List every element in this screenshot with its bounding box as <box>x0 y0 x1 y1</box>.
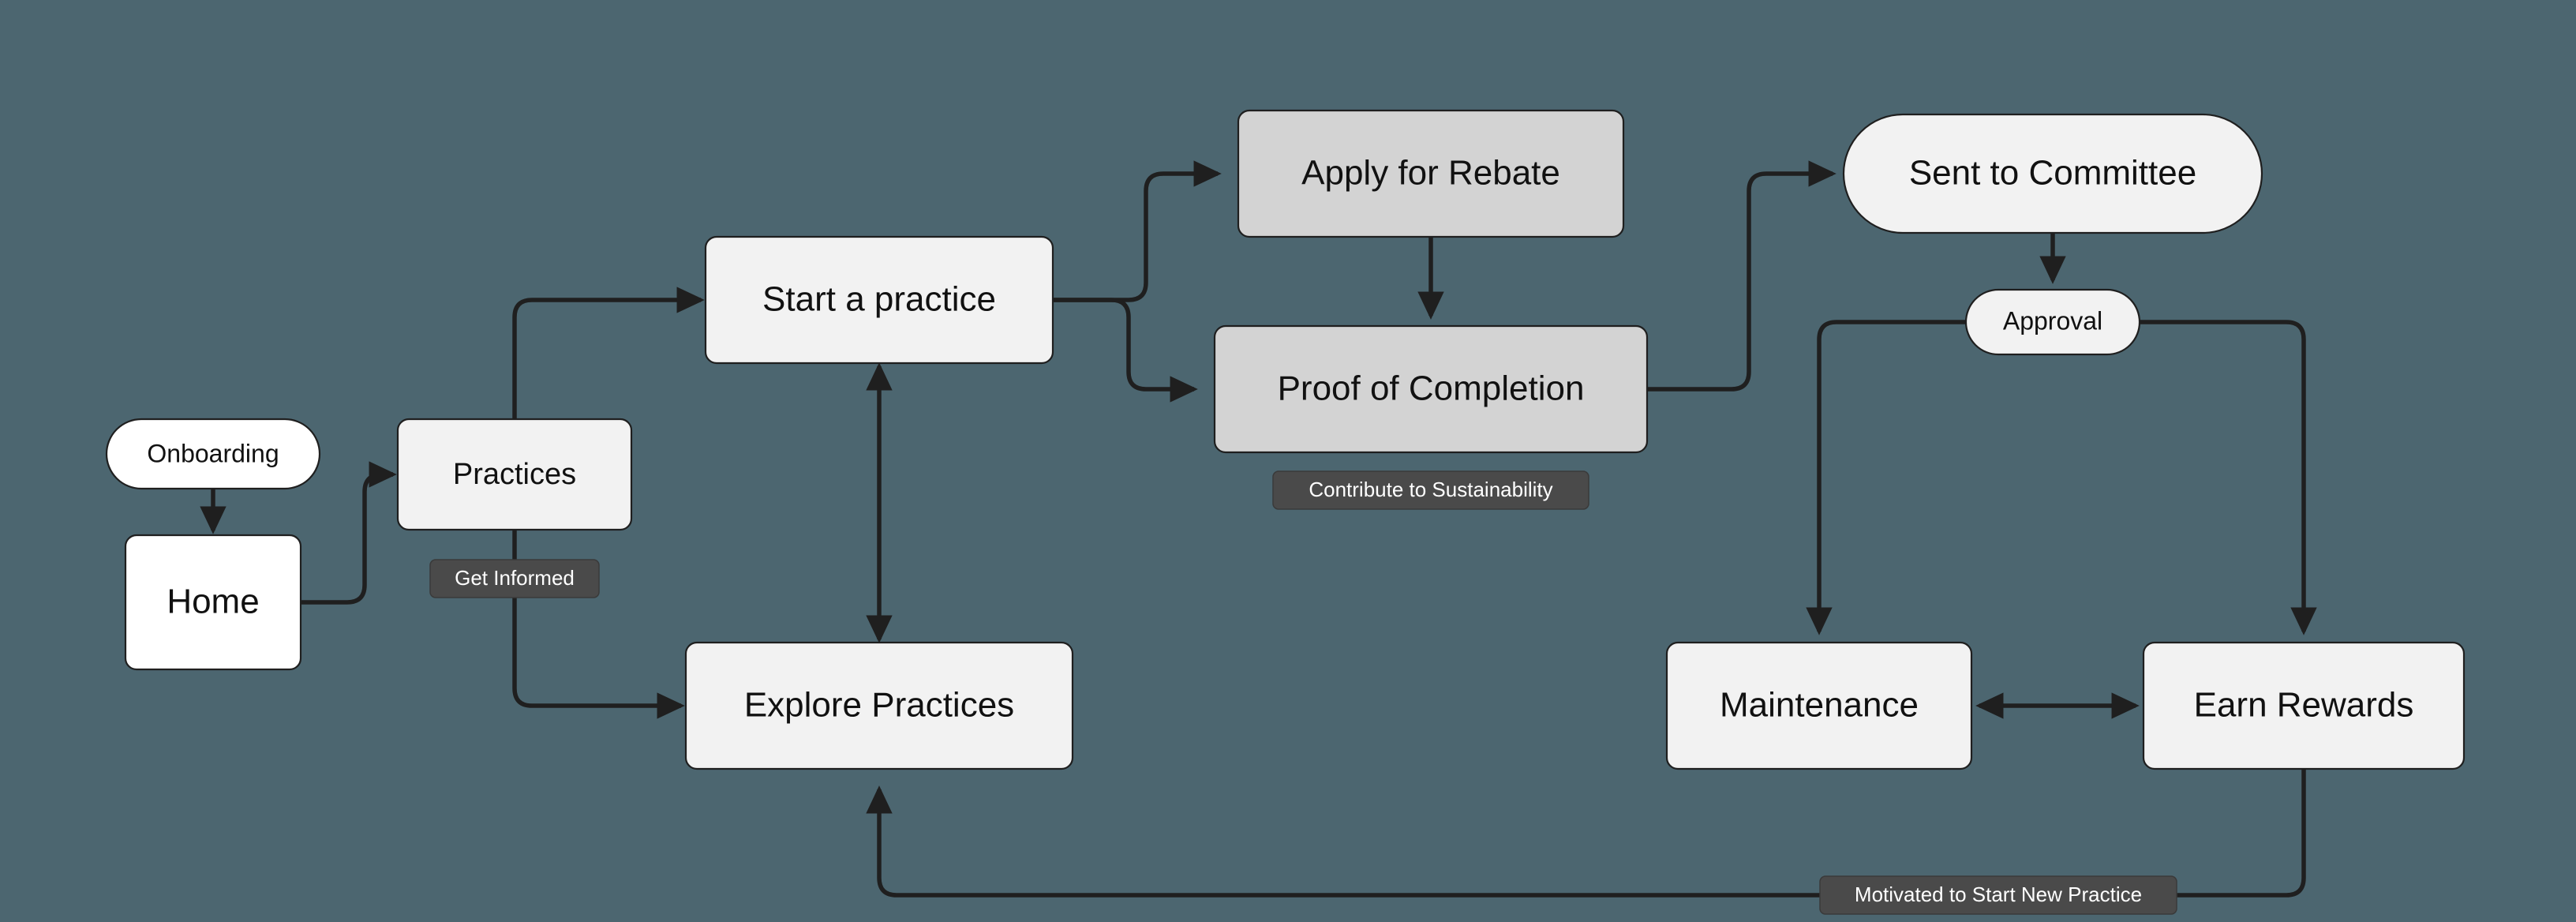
edge-start-rebate <box>1053 160 1222 302</box>
nodes-layer: Onboarding Home Practices Start a practi… <box>105 109 2466 770</box>
node-onboarding[interactable]: Onboarding <box>105 418 321 490</box>
node-start-a-practice[interactable]: Start a practice <box>704 235 1054 365</box>
edges-layer <box>200 160 2317 898</box>
node-approval[interactable]: Approval <box>1964 288 2141 356</box>
node-practices[interactable]: Practices <box>396 418 633 531</box>
node-maintenance[interactable]: Maintenance <box>1665 641 1973 770</box>
node-sent-to-committee[interactable]: Sent to Committee <box>1842 113 2263 234</box>
edge-proof-committee <box>1647 160 1837 392</box>
edge-label-motivated-to-start-new-practice: Motivated to Start New Practice <box>1819 875 2177 915</box>
edge-home-practices <box>301 461 397 605</box>
edge-rewards-explore <box>866 769 2306 898</box>
edge-practices-start <box>512 287 705 419</box>
edge-start-proof <box>1053 298 1198 403</box>
node-home[interactable]: Home <box>124 534 302 671</box>
node-apply-for-rebate[interactable]: Apply for Rebate <box>1237 109 1625 238</box>
node-proof-of-completion[interactable]: Proof of Completion <box>1213 324 1649 454</box>
edge-label-contribute-to-sustainability: Contribute to Sustainability <box>1272 470 1589 510</box>
edge-practices-explore <box>512 530 685 719</box>
edge-approval-maintenance <box>1806 320 1966 635</box>
edge-label-get-informed: Get Informed <box>429 559 600 598</box>
edge-approval-rewards <box>2140 320 2317 635</box>
node-earn-rewards[interactable]: Earn Rewards <box>2142 641 2466 770</box>
node-explore-practices[interactable]: Explore Practices <box>684 641 1074 770</box>
